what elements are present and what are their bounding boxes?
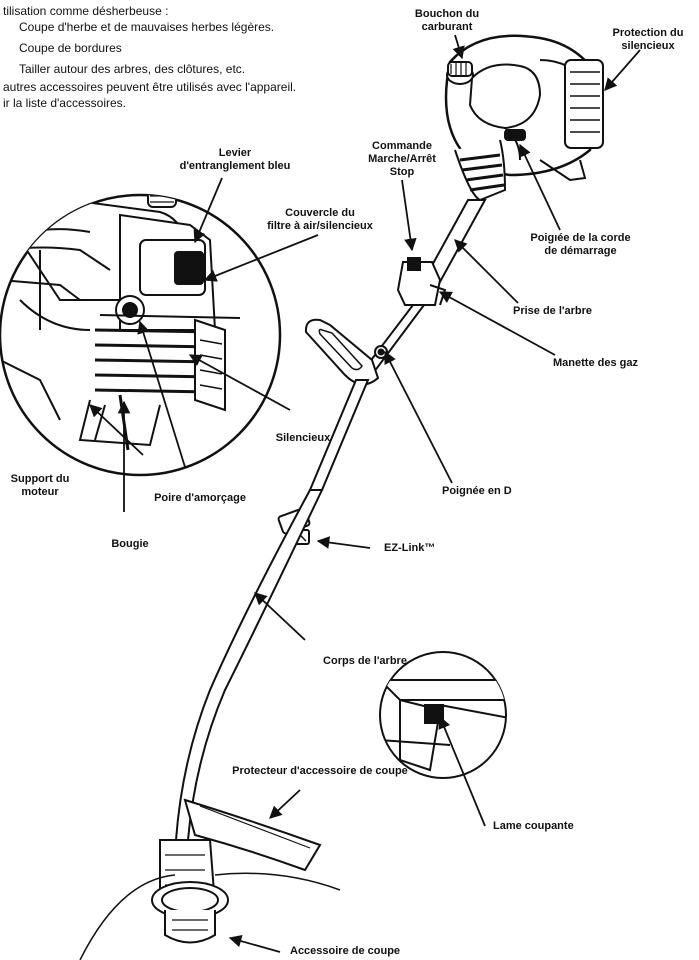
blade-detail-circle <box>380 652 520 778</box>
label-muffler: Silencieux <box>258 432 348 445</box>
engine-detail-circle <box>0 185 280 475</box>
label-shaft-grip: Prise de l'arbre <box>513 305 623 318</box>
label-ez-link: EZ-Link™ <box>384 542 464 555</box>
label-spark-plug: Bougie <box>90 538 170 551</box>
label-shaft-body: Corps de l'arbre <box>305 655 425 668</box>
label-d-handle: Poignée en D <box>442 485 542 498</box>
label-primer-bulb: Poire d'amorçage <box>130 492 270 505</box>
label-throttle: Manette des gaz <box>553 357 673 370</box>
label-cutting-blade: Lame coupante <box>493 820 613 833</box>
label-cutting-attachment: Accessoire de coupe <box>290 945 440 958</box>
label-cutting-guard: Protecteur d'accessoire de coupe <box>205 765 435 778</box>
